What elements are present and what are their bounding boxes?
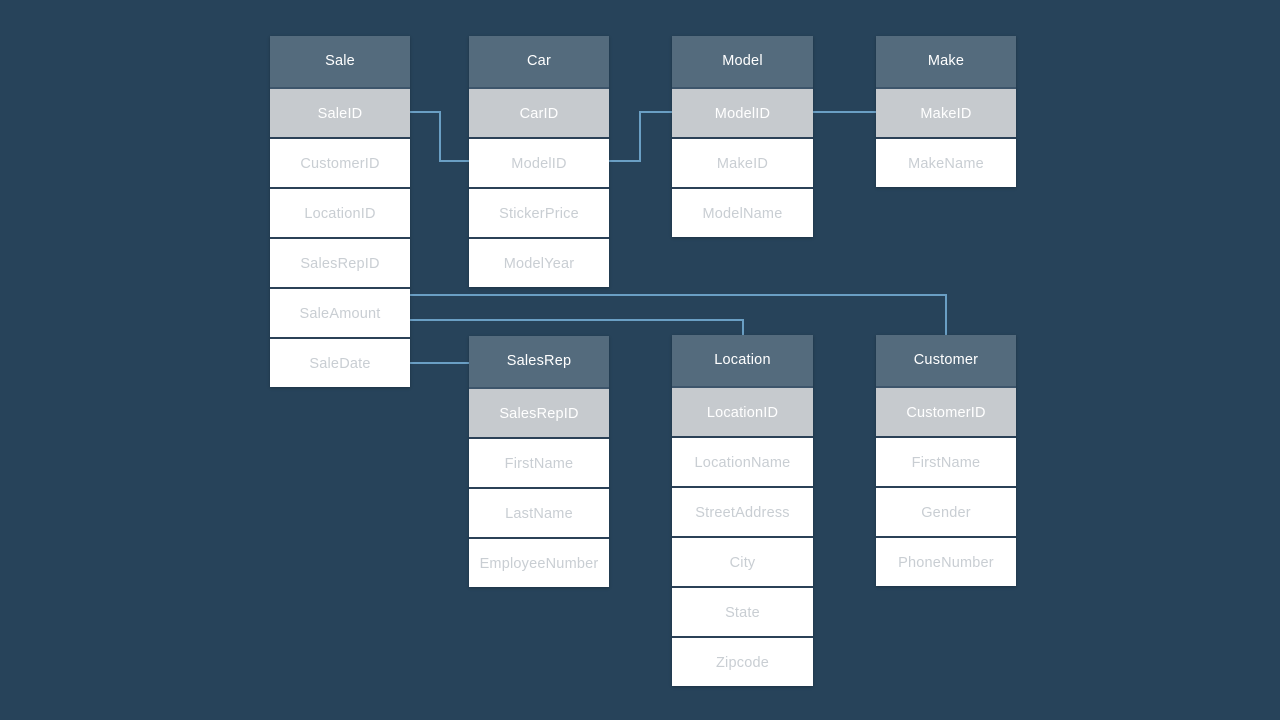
field-row-state[interactable]: State xyxy=(672,586,813,636)
primary-key-row-modelid[interactable]: ModelID xyxy=(672,87,813,137)
field-row-modelname[interactable]: ModelName xyxy=(672,187,813,237)
field-row-makename[interactable]: MakeName xyxy=(876,137,1016,187)
field-row-salesrepid[interactable]: SalesRepID xyxy=(270,237,410,287)
field-row-saledate[interactable]: SaleDate xyxy=(270,337,410,387)
field-row-modelid[interactable]: ModelID xyxy=(469,137,609,187)
field-row-makeid[interactable]: MakeID xyxy=(672,137,813,187)
connector-0 xyxy=(410,111,469,162)
table-title-sale: Sale xyxy=(270,36,410,87)
field-row-stickerprice[interactable]: StickerPrice xyxy=(469,187,609,237)
connector-4 xyxy=(410,319,744,335)
primary-key-row-makeid[interactable]: MakeID xyxy=(876,87,1016,137)
field-row-saleamount[interactable]: SaleAmount xyxy=(270,287,410,337)
connector-1 xyxy=(609,111,672,162)
field-row-zipcode[interactable]: Zipcode xyxy=(672,636,813,686)
field-row-firstname[interactable]: FirstName xyxy=(469,437,609,487)
primary-key-row-saleid[interactable]: SaleID xyxy=(270,87,410,137)
field-row-streetaddress[interactable]: StreetAddress xyxy=(672,486,813,536)
field-row-firstname[interactable]: FirstName xyxy=(876,436,1016,486)
table-title-model: Model xyxy=(672,36,813,87)
field-row-phonenumber[interactable]: PhoneNumber xyxy=(876,536,1016,586)
field-row-city[interactable]: City xyxy=(672,536,813,586)
field-row-customerid[interactable]: CustomerID xyxy=(270,137,410,187)
field-row-gender[interactable]: Gender xyxy=(876,486,1016,536)
primary-key-row-carid[interactable]: CarID xyxy=(469,87,609,137)
connector-3 xyxy=(410,294,947,335)
field-row-locationid[interactable]: LocationID xyxy=(270,187,410,237)
table-title-salesrep: SalesRep xyxy=(469,336,609,387)
table-title-customer: Customer xyxy=(876,335,1016,386)
primary-key-row-salesrepid[interactable]: SalesRepID xyxy=(469,387,609,437)
field-row-lastname[interactable]: LastName xyxy=(469,487,609,537)
primary-key-row-customerid[interactable]: CustomerID xyxy=(876,386,1016,436)
table-title-make: Make xyxy=(876,36,1016,87)
primary-key-row-locationid[interactable]: LocationID xyxy=(672,386,813,436)
field-row-employeenumber[interactable]: EmployeeNumber xyxy=(469,537,609,587)
table-title-location: Location xyxy=(672,335,813,386)
field-row-locationname[interactable]: LocationName xyxy=(672,436,813,486)
table-title-car: Car xyxy=(469,36,609,87)
field-row-modelyear[interactable]: ModelYear xyxy=(469,237,609,287)
